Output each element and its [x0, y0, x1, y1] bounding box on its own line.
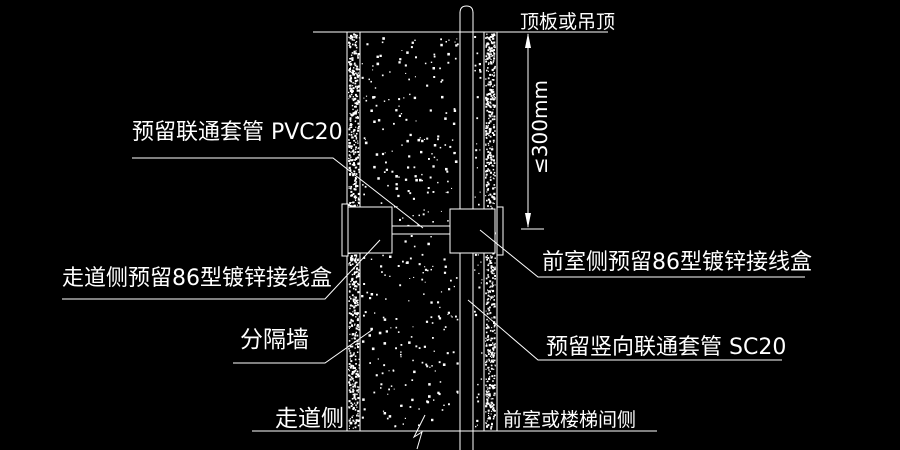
break-mark: [412, 414, 426, 450]
dimension-text: ≤300mm: [528, 80, 552, 174]
front-box-flange: [496, 206, 504, 256]
corridor-side-label: 走道侧: [275, 406, 344, 432]
front-box-label: 前室侧预留86型镀锌接线盒: [542, 250, 812, 275]
pvc-sleeve-label: 预留联通套管 PVC20: [132, 120, 343, 145]
partition-wall-label: 分隔墙: [240, 327, 309, 353]
wall-hatch-texture: [348, 33, 496, 430]
front-side-label: 前室或楼梯间侧: [503, 409, 636, 431]
vertical-sleeve-label: 预留竖向联通套管 SC20: [546, 335, 786, 360]
corridor-box-flange: [341, 203, 349, 257]
dimension-arrow-up-icon: [525, 33, 531, 48]
partition-wall-leader: [233, 329, 373, 364]
vertical-sleeve-leader: [467, 299, 782, 361]
front-box-leader: [479, 229, 805, 278]
pvc-sleeve-leader: [132, 157, 424, 229]
corridor-box-label: 走道侧预留86型镀锌接线盒: [62, 266, 332, 291]
ceiling-label: 顶板或吊顶: [520, 11, 615, 33]
corridor-junction-box: [347, 206, 393, 254]
conduit-rounded-cap: [459, 5, 474, 14]
dimension-arrow-down-icon: [525, 213, 531, 228]
dimension-300mm: ≤300mm: [521, 33, 552, 230]
connecting-sleeve-tube: [391, 225, 451, 235]
front-junction-box: [449, 208, 496, 254]
corridor-box-leader: [62, 239, 381, 300]
